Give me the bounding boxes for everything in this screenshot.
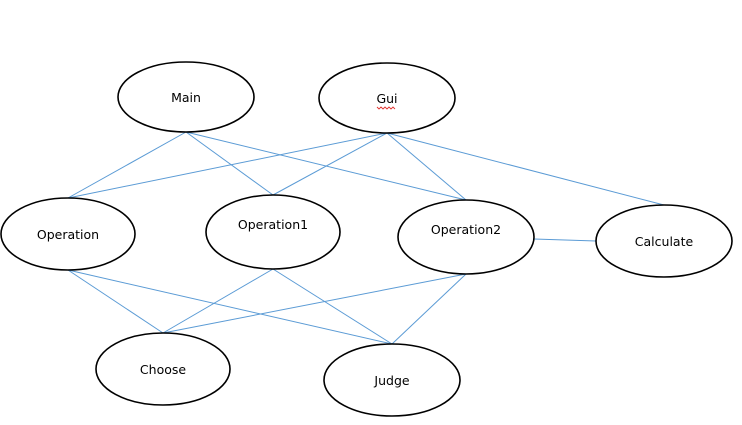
edge-gui-to-operation bbox=[67, 132, 388, 199]
node-operation: Operation bbox=[0, 197, 136, 271]
node-choose-label: Choose bbox=[140, 362, 186, 377]
node-main: Main bbox=[117, 61, 255, 133]
node-choose: Choose bbox=[95, 332, 231, 406]
edge-operation2-to-judge bbox=[391, 273, 467, 345]
node-operation1-ellipse bbox=[205, 194, 341, 270]
node-main-ellipse bbox=[117, 61, 255, 133]
edges-layer bbox=[67, 131, 665, 345]
edge-operation-to-choose bbox=[67, 269, 164, 334]
node-operation2-label: Operation2 bbox=[431, 222, 501, 237]
node-judge: Judge bbox=[323, 343, 461, 417]
edge-operation-to-judge bbox=[67, 269, 393, 345]
node-main-label: Main bbox=[171, 90, 201, 105]
node-gui: Gui bbox=[318, 62, 456, 134]
edge-operation1-to-judge bbox=[272, 268, 393, 345]
edge-operation1-to-choose bbox=[162, 268, 274, 334]
node-operation-label: Operation bbox=[37, 227, 99, 242]
spellcheck-underline bbox=[376, 106, 396, 110]
edge-gui-to-calculate bbox=[386, 132, 665, 206]
edge-main-to-operation1 bbox=[185, 131, 274, 196]
node-calculate-ellipse bbox=[595, 204, 733, 278]
edge-gui-to-operation2 bbox=[386, 132, 467, 201]
node-choose-ellipse bbox=[95, 332, 231, 406]
node-operation2-ellipse bbox=[397, 199, 535, 275]
node-calculate-label: Calculate bbox=[635, 234, 694, 249]
node-operation1-label: Operation1 bbox=[238, 217, 308, 232]
node-gui-label: Gui bbox=[376, 91, 397, 106]
node-operation-ellipse bbox=[0, 197, 136, 271]
edge-main-to-operation bbox=[67, 131, 187, 199]
node-judge-label: Judge bbox=[373, 373, 409, 388]
node-operation2: Operation2 bbox=[397, 199, 535, 275]
node-calculate: Calculate bbox=[595, 204, 733, 278]
edge-operation2-to-calculate bbox=[533, 238, 597, 242]
node-judge-ellipse bbox=[323, 343, 461, 417]
edge-operation2-to-choose bbox=[162, 273, 467, 334]
node-operation1: Operation1 bbox=[205, 194, 341, 270]
node-gui-ellipse bbox=[318, 62, 456, 134]
edge-gui-to-operation1 bbox=[272, 132, 388, 196]
